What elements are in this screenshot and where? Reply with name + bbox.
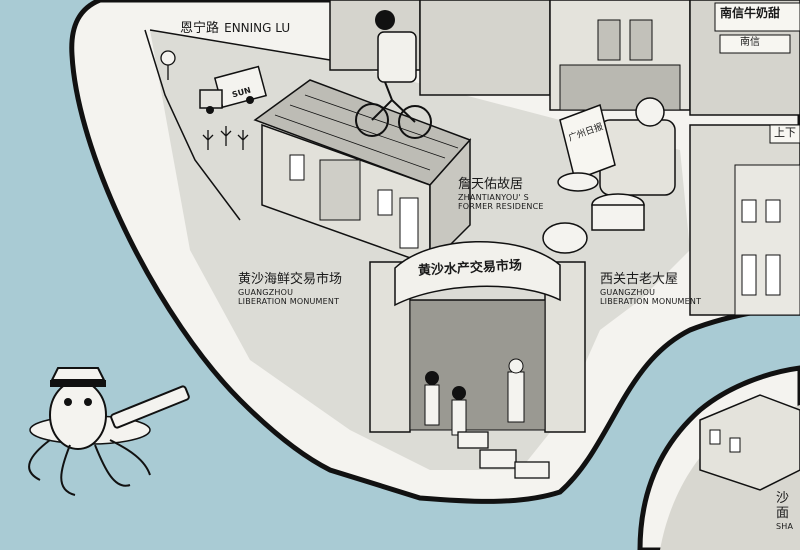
poi-xiguan-old-house-zh: 西关古老大屋 xyxy=(600,272,679,287)
road-edge xyxy=(144,29,241,221)
newspaper-reader xyxy=(559,97,676,196)
shop-sign-nanxin: 南信牛奶甜 xyxy=(720,6,781,20)
shop-sign-nanxin-small: 南信 xyxy=(740,37,760,48)
road-edge-top xyxy=(149,29,331,61)
road-label-enning: 恩宁路 ENNING LU xyxy=(180,18,290,37)
poi-xiguan-old-house-en-1: GUANGZHOU xyxy=(600,287,656,297)
octopus-mascot xyxy=(28,367,190,496)
poi-xiguan-old-house-en-2: LIBERATION MONUMENT xyxy=(600,297,702,307)
poi-east-island-en: SHA xyxy=(776,521,794,531)
road-label-enning-zh: 恩宁路 xyxy=(180,21,220,36)
shophouse-right xyxy=(689,124,800,316)
cyclist-figure xyxy=(355,10,432,139)
market-vendors xyxy=(424,358,550,479)
dim-sum-baskets xyxy=(542,172,645,254)
poi-xiguan-old-house[interactable]: 西关古老大屋 GUANGZHOU LIBERATION MONUMENT xyxy=(600,272,702,307)
poi-east-island[interactable]: 沙面 SHA xyxy=(776,491,800,531)
shophouses-top xyxy=(329,0,800,116)
poi-huangsha-seafood-market-en-1: GUANGZHOU xyxy=(238,287,294,297)
poi-zhan-tianyou-residence[interactable]: 詹天佑故居 ZHANTIANYOU' S FORMER RESIDENCE xyxy=(458,177,544,212)
east-building xyxy=(699,394,800,491)
poi-zhan-tianyou-residence-zh: 詹天佑故居 xyxy=(458,177,524,192)
delivery-truck xyxy=(199,65,268,114)
poi-huangsha-seafood-market[interactable]: 黄沙海鲜交易市场 GUANGZHOU LIBERATION MONUMENT xyxy=(238,272,343,307)
poi-huangsha-seafood-market-en-2: LIBERATION MONUMENT xyxy=(238,297,340,307)
poi-huangsha-seafood-market-zh: 黄沙海鲜交易市场 xyxy=(238,272,343,287)
poi-east-island-zh: 沙面 xyxy=(776,491,790,521)
shop-sign-right-edge: 上下 xyxy=(774,126,796,139)
tree-sprouts xyxy=(160,50,249,150)
poi-zhan-tianyou-residence-en-2: FORMER RESIDENCE xyxy=(458,202,544,212)
poi-zhan-tianyou-residence-en-1: ZHANTIANYOU' S xyxy=(458,192,529,202)
road-label-enning-en: ENNING LU xyxy=(224,21,291,35)
